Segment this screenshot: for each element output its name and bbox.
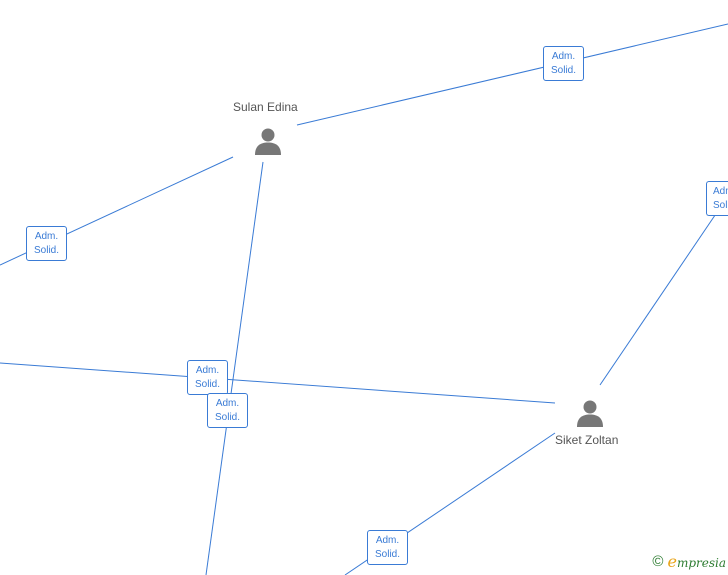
brand-initial: e xyxy=(667,552,677,571)
role-box-center-upper[interactable]: Adm. Solid. xyxy=(187,360,228,395)
role-line2: Solid. xyxy=(374,548,400,560)
edge-siket-to-right xyxy=(599,195,728,386)
copyright-icon: © xyxy=(652,553,664,570)
person-name-sulan-edina[interactable]: Sulan Edina xyxy=(233,100,298,114)
role-line2: Solid. xyxy=(550,64,576,76)
edge-sulan-to-top-right xyxy=(296,23,728,126)
role-line1: Adm. xyxy=(215,397,240,409)
role-line1: Adm. xyxy=(375,534,400,546)
person-icon[interactable] xyxy=(575,398,605,428)
role-line2: Solid. xyxy=(194,378,220,390)
person-icon[interactable] xyxy=(253,126,283,156)
role-box-right-partial[interactable]: Adm Sol xyxy=(706,181,728,216)
role-box-bottom[interactable]: Adm. Solid. xyxy=(367,530,408,565)
brand-logo: empresia xyxy=(667,552,726,571)
role-box-center-lower[interactable]: Adm. Solid. xyxy=(207,393,248,428)
edge-siket-to-left xyxy=(0,362,556,404)
role-line2: Sol xyxy=(713,199,728,211)
role-line1: Adm. xyxy=(551,50,576,62)
brand-name: mpresia xyxy=(676,556,726,570)
role-line2: Solid. xyxy=(214,411,240,423)
empresia-watermark: © empresia xyxy=(652,552,726,571)
role-line1: Adm. xyxy=(34,230,59,242)
role-box-top[interactable]: Adm. Solid. xyxy=(543,46,584,81)
role-line2: Solid. xyxy=(33,244,59,256)
role-box-left[interactable]: Adm. Solid. xyxy=(26,226,67,261)
role-line1: Adm xyxy=(713,185,728,197)
role-line1: Adm. xyxy=(195,364,220,376)
edge-sulan-to-bottom xyxy=(205,161,264,575)
person-name-siket-zoltan[interactable]: Siket Zoltan xyxy=(555,433,619,447)
